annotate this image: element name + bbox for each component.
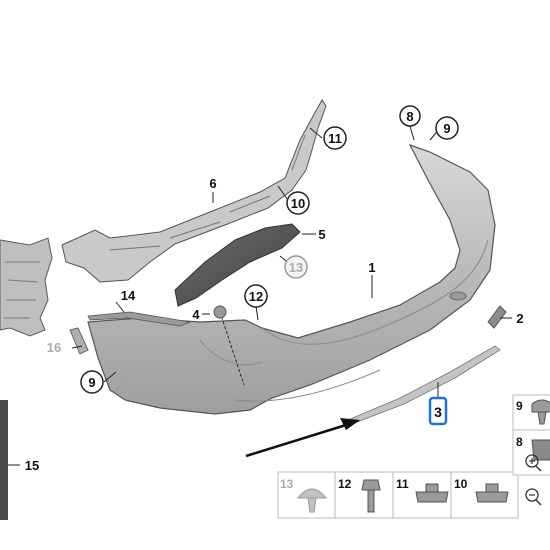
callout-9-top: 9 [443,121,450,136]
callout-9-left: 9 [88,375,95,390]
zoom-controls [525,454,542,506]
callout-10: 10 [291,196,305,211]
callout-13: 13 [289,260,303,275]
callout-15: 15 [25,458,39,473]
callout-6: 6 [209,176,216,191]
part-number: 9 [516,399,523,413]
callout-1: 1 [368,260,375,275]
callout-2: 2 [516,311,523,326]
pointer-arrow [340,418,360,430]
part-number: 12 [338,477,352,491]
clip-nut-icon [415,483,449,503]
part-cell-13[interactable]: 13 [280,477,328,513]
impact-absorber [174,223,301,307]
part-number: 13 [280,477,294,491]
callout-8: 8 [406,109,413,124]
part-number: 8 [516,435,523,449]
callout-5: 5 [318,227,325,242]
zoom-in-icon [525,454,539,468]
zoom-out-button[interactable] [525,488,542,506]
callout-3-highlight[interactable] [428,396,448,426]
side-bracket [0,237,53,337]
bolt-icon [361,479,381,513]
bumper-support-bracket [61,99,327,283]
screw-4 [213,305,227,319]
parts-column: 9 8 [512,394,550,476]
rear-bumper-cover [87,143,496,415]
callout-12: 12 [249,289,263,304]
clip-nut-icon [475,483,509,503]
part-number: 11 [396,477,409,491]
callout-3: 3 [434,404,442,420]
trim-strip-14 [87,311,192,327]
clip-icon [531,439,550,461]
zoom-in-button[interactable] [525,454,542,472]
part-cell-11[interactable]: 11 [396,477,449,503]
parts-strip: 13 12 11 10 [277,471,519,519]
callout-4: 4 [192,307,200,322]
reflector [487,305,507,329]
part-cell-12[interactable]: 12 [338,477,381,513]
part-cell-8[interactable]: 8 [516,435,550,461]
zoom-out-icon [525,488,539,502]
callout-16: 16 [47,340,61,355]
part-cell-9[interactable]: 9 [516,399,550,425]
expanding-rivet-icon [531,399,550,425]
part-cell-10[interactable]: 10 [454,477,509,503]
callout-11: 11 [328,131,342,146]
bracket-15 [0,400,8,520]
push-rivet-icon [296,488,328,513]
part-number: 10 [454,477,468,491]
lower-trim-strip [347,345,501,425]
callout-14: 14 [121,288,136,303]
